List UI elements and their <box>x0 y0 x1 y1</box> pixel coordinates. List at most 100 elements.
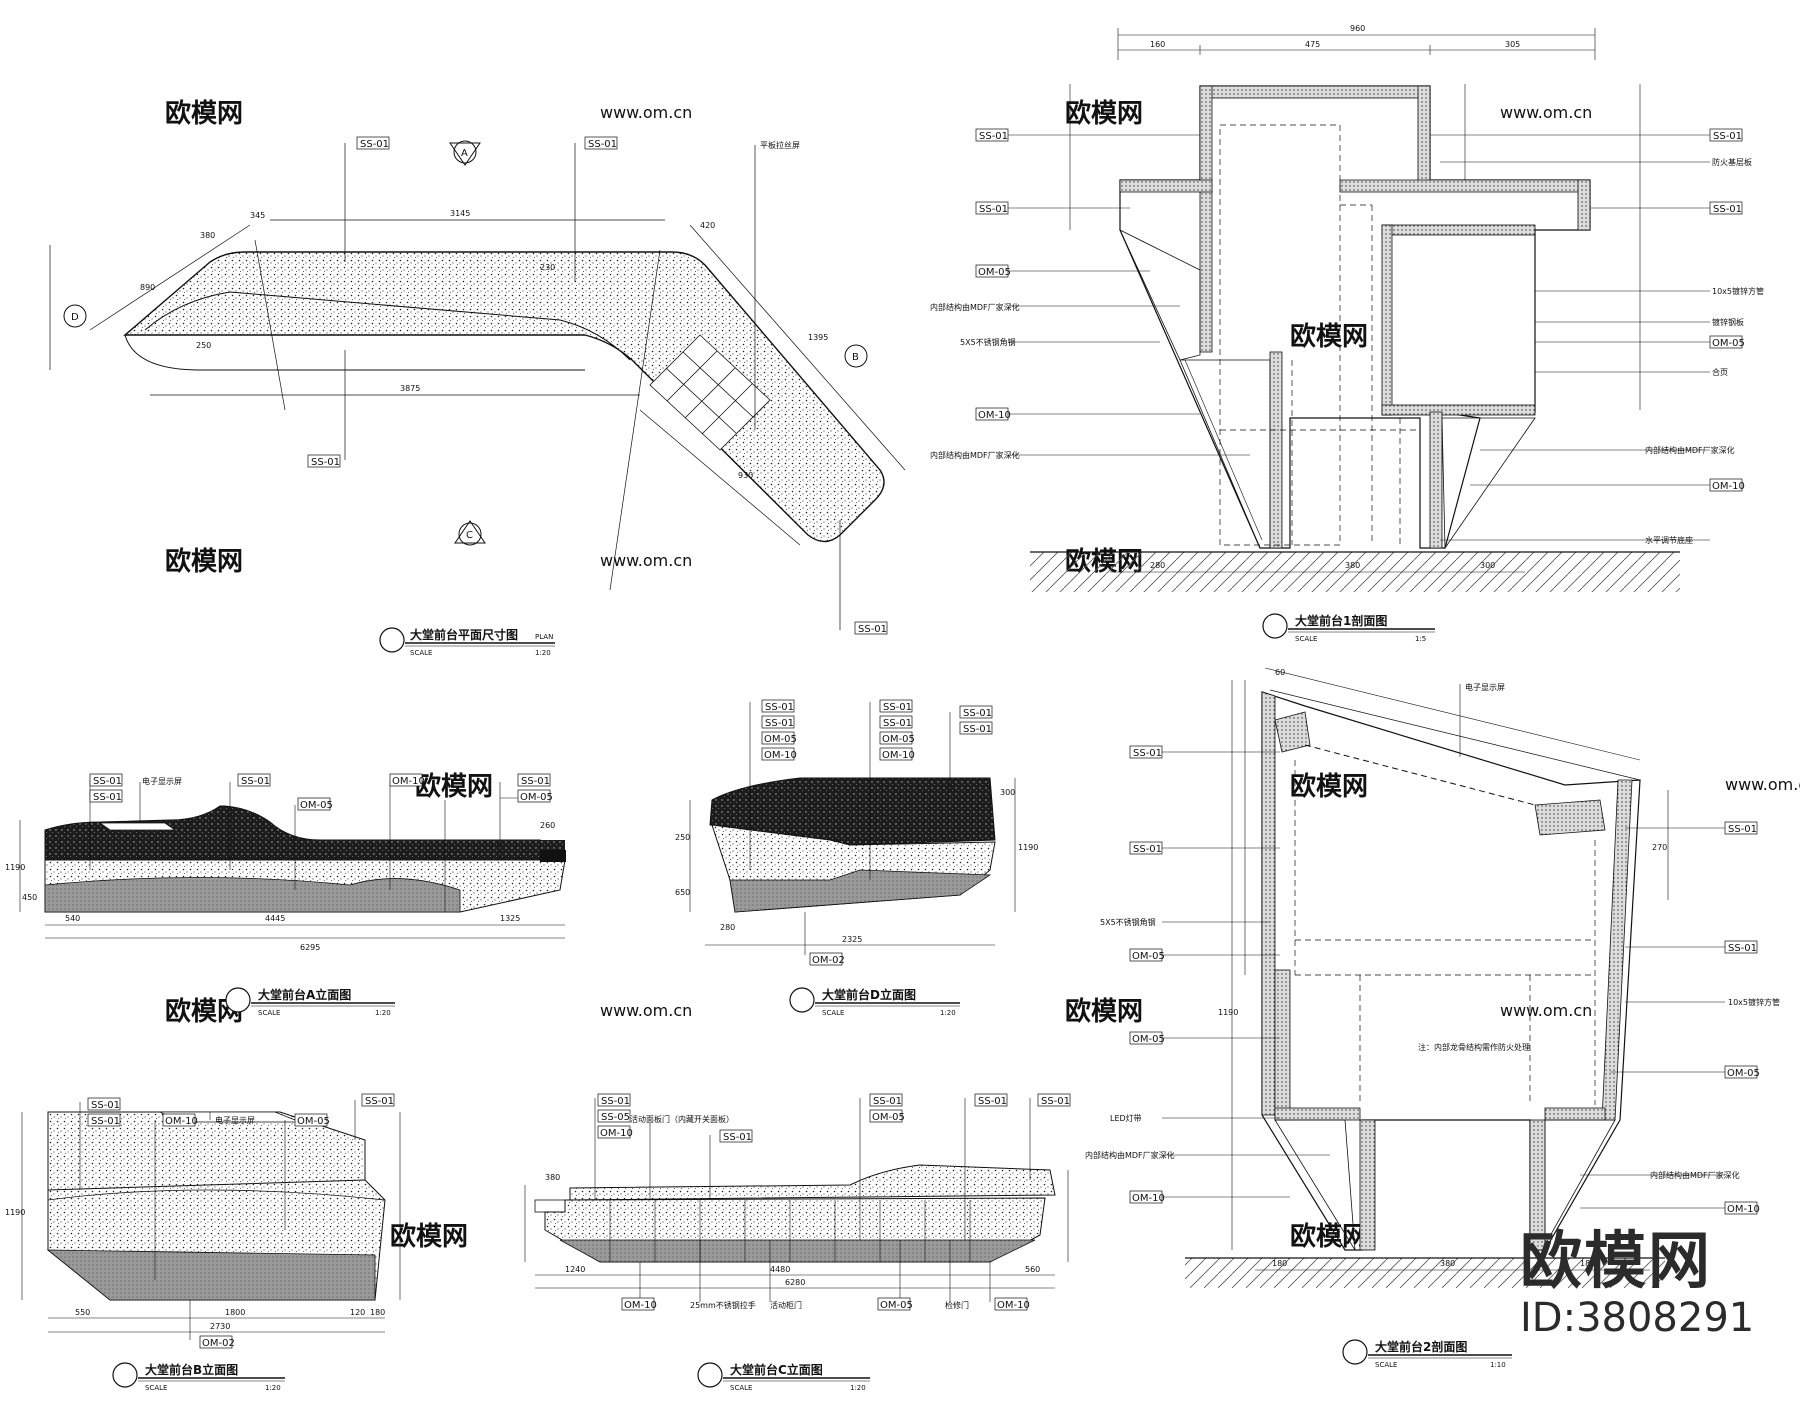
tag-ss-05: SS-05 <box>601 1112 630 1123</box>
dim-550: 550 <box>75 1308 90 1317</box>
elev-a-tags: SS-01 SS-01 SS-01 OM-05 OM-10 SS-01 OM-0… <box>89 773 553 811</box>
elev-c-title: 大堂前台C立面图 <box>730 1362 823 1377</box>
tag-om-05: OM-05 <box>978 267 1011 278</box>
tag-ss-01: SS-01 <box>311 457 340 468</box>
dim-650: 650 <box>675 888 690 897</box>
tag-ss-01: SS-01 <box>601 1096 630 1107</box>
dim-560: 560 <box>1025 1265 1040 1274</box>
dim-3145: 3145 <box>450 209 470 218</box>
dim-60: 60 <box>1275 668 1285 677</box>
section1-dims: 960 160 475 305 280 380 300 <box>1150 24 1520 570</box>
tag-ss-01: SS-01 <box>873 1096 902 1107</box>
dim-120: 120 <box>350 1308 365 1317</box>
watermark-logo: 欧模网 <box>1290 771 1368 802</box>
elev-b-title-block: 大堂前台B立面图 SCALE 1:20 <box>112 1362 285 1392</box>
section2-title: 大堂前台2剖面图 <box>1375 1339 1467 1354</box>
elev-c-leaders <box>594 1098 1031 1302</box>
elev-c-tags: SS-01 SS-05 OM-10 SS-01 SS-01 OM-05 SS-0… <box>597 1093 1071 1311</box>
dim-180: 180 <box>1580 1259 1595 1268</box>
tag-om-02: OM-02 <box>202 1338 235 1349</box>
watermark-url: www.om.cn <box>600 103 692 122</box>
note-mdf: 内部结构由MDF厂家深化 <box>930 450 1020 460</box>
plan-leader-lines <box>344 143 841 630</box>
dim-380: 380 <box>545 1173 560 1182</box>
section2-dims: 1190 180 380 180 60 270 <box>1218 668 1667 1268</box>
elevation-d-view: 280 2325 1190 300 250 650 SS-01 SS-01 OM… <box>675 699 1038 1017</box>
section2-leaders <box>1162 684 1725 1209</box>
tag-om-10: OM-10 <box>624 1300 657 1311</box>
plan-scale: 1:20 <box>535 649 551 657</box>
note-hinge: 合页 <box>1712 367 1728 377</box>
dim-475: 475 <box>1305 40 1320 49</box>
section1-title: 大堂前台1剖面图 <box>1295 613 1387 628</box>
note-handle: 25mm不锈钢拉手 <box>690 1300 756 1310</box>
note-led-strip: LED灯带 <box>1110 1113 1142 1123</box>
elev-d-tags: SS-01 SS-01 OM-05 OM-10 SS-01 SS-01 OM-0… <box>761 699 993 966</box>
tag-ss-01: SS-01 <box>91 1116 120 1127</box>
svg-text:C: C <box>466 530 473 541</box>
note-square-tube: 10x5镀锌方管 <box>1728 997 1780 1007</box>
watermark-logo: 欧模网 <box>1290 321 1368 352</box>
dim-1800: 1800 <box>225 1308 245 1317</box>
tag-ss-01: SS-01 <box>1133 844 1162 855</box>
tag-ss-01: SS-01 <box>1728 943 1757 954</box>
dim-1190: 1190 <box>5 863 25 872</box>
watermark-url: www.om.cn <box>1500 103 1592 122</box>
note-square-tube: 10x5镀锌方管 <box>1712 286 1764 296</box>
elev-a-scale: 1:20 <box>375 1009 391 1017</box>
note-fire-board: 防火基层板 <box>1712 157 1752 167</box>
plan-section-marks: A B C D <box>63 140 868 546</box>
section2-scale: 1:10 <box>1490 1361 1506 1369</box>
dim-300: 300 <box>1000 788 1015 797</box>
tag-ss-01: SS-01 <box>765 702 794 713</box>
section2-scale-label: SCALE <box>1375 1361 1397 1369</box>
elev-a-title-block: 大堂前台A立面图 SCALE 1:20 <box>225 987 395 1017</box>
tag-om-10: OM-10 <box>165 1116 198 1127</box>
section1-view: 960 160 475 305 280 380 300 SS-01 SS-01 … <box>930 24 1764 643</box>
tag-om-05: OM-05 <box>882 734 915 745</box>
plan-material-tags: SS-01 SS-01 SS-01 SS-01 平板拉丝屏 <box>307 136 888 635</box>
section2-walls <box>1261 691 1633 1251</box>
tag-ss-01: SS-01 <box>883 718 912 729</box>
brand-logo: 欧模网 <box>1520 1224 1713 1297</box>
watermark-url: www.om.cn <box>600 1001 692 1020</box>
tag-om-05: OM-05 <box>1132 951 1165 962</box>
elev-a-title: 大堂前台A立面图 <box>258 987 351 1002</box>
watermark-logo: 欧模网 <box>415 771 493 802</box>
elev-b-dims <box>21 1112 401 1333</box>
tag-om-10: OM-10 <box>882 750 915 761</box>
elev-d-title-block: 大堂前台D立面图 SCALE 1:20 <box>789 987 960 1017</box>
dim-380: 380 <box>1440 1259 1455 1268</box>
plan-title: 大堂前台平面尺寸图 <box>410 627 518 642</box>
svg-text:D: D <box>71 312 79 323</box>
note-screen: 电子显示屏 <box>142 776 182 786</box>
brand-stamp: 欧模网 ID:3808291 <box>1520 1228 1780 1342</box>
dim-3875: 3875 <box>400 384 420 393</box>
tag-om-05: OM-05 <box>880 1300 913 1311</box>
note-screen: 电子显示屏 <box>215 1115 255 1125</box>
dim-305: 305 <box>1505 40 1520 49</box>
dim-1190: 1190 <box>1218 1008 1238 1017</box>
elev-c-dims <box>524 1170 1069 1289</box>
tag-om-10: OM-10 <box>997 1300 1030 1311</box>
tag-om-05: OM-05 <box>520 792 553 803</box>
dim-280: 280 <box>720 923 735 932</box>
dim-180: 180 <box>370 1308 385 1317</box>
tag-om-10: OM-10 <box>392 776 425 787</box>
tag-om-05: OM-05 <box>297 1116 330 1127</box>
section1-hidden-lines <box>1219 124 1420 546</box>
tag-ss-01: SS-01 <box>360 139 389 150</box>
section2-title-block: 大堂前台2剖面图 SCALE 1:10 <box>1342 1339 1512 1369</box>
watermark-logo: 欧模网 <box>165 98 243 129</box>
note-leveling-base: 水平调节底座 <box>1645 535 1693 545</box>
elev-b-tags: SS-01 SS-01 OM-10 OM-05 SS-01 OM-02 电子显示… <box>87 1093 395 1349</box>
tag-ss-01: SS-01 <box>858 624 887 635</box>
dim-230: 230 <box>540 263 555 272</box>
note-mdf: 内部结构由MDF厂家深化 <box>1085 1150 1175 1160</box>
dim-250: 250 <box>196 341 211 350</box>
screen-grid <box>649 334 771 451</box>
tag-om-10: OM-10 <box>1712 481 1745 492</box>
watermark-url: www.om.cn <box>600 551 692 570</box>
elevation-b-view: 550 1800 120 180 2730 1190 SS-01 SS-01 O… <box>5 1093 401 1392</box>
tag-om-10: OM-10 <box>978 410 1011 421</box>
